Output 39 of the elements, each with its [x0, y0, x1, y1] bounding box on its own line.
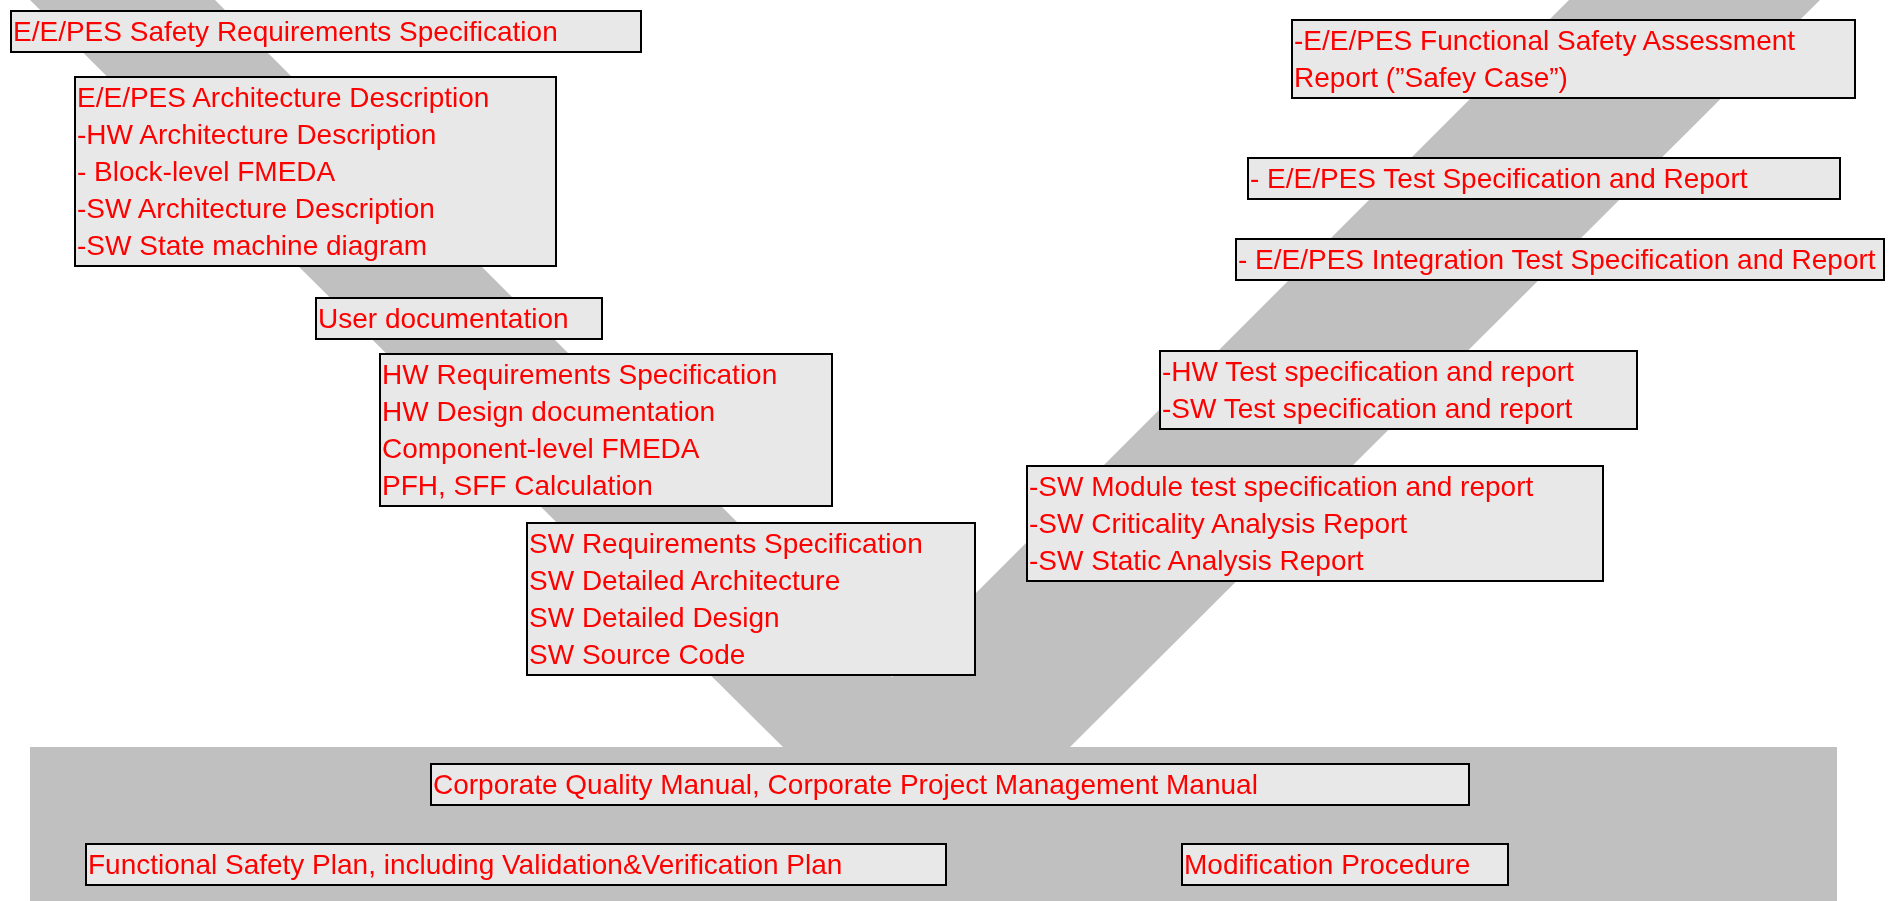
document-name: User documentation — [318, 302, 570, 336]
document-name: -SW Static Analysis Report — [1029, 544, 1365, 578]
document-name: E/E/PES Architecture Description — [77, 81, 491, 115]
document-name: Modification Procedure — [1184, 848, 1472, 882]
document-box — [74, 76, 557, 267]
document-name: HW Design documentation — [382, 395, 717, 429]
document-box — [1291, 19, 1856, 99]
document-name: Component-level FMEDA — [382, 432, 701, 466]
document-name: -SW Criticality Analysis Report — [1029, 507, 1409, 541]
document-name: -E/E/PES Functional Safety Assessment Report (”Safey Case”) — [1294, 24, 1797, 95]
document-name: Functional Safety Plan, including Validation&Verification Plan — [88, 848, 844, 882]
document-box — [1181, 843, 1509, 886]
document-name: PFH, SFF Calculation — [382, 469, 654, 503]
document-box — [379, 353, 833, 507]
document-box — [1026, 465, 1604, 582]
document-box — [10, 10, 642, 53]
document-name: -SW State machine diagram — [77, 229, 429, 263]
document-name: SW Source Code — [529, 638, 747, 672]
document-name: -SW Test specification and report — [1162, 392, 1574, 426]
document-name: SW Detailed Architecture — [529, 564, 842, 598]
document-box — [315, 297, 603, 340]
document-name: -SW Module test specification and report — [1029, 470, 1535, 504]
document-name: -HW Test specification and report — [1162, 355, 1575, 389]
document-box — [1235, 238, 1885, 281]
document-name: Corporate Quality Manual, Corporate Project Management Manual — [433, 768, 1259, 802]
document-name: - E/E/PES Integration Test Specification and Report — [1238, 243, 1877, 277]
document-box — [526, 522, 976, 676]
document-name: E/E/PES Safety Requirements Specification — [13, 15, 559, 49]
document-box — [1247, 157, 1841, 200]
document-box — [430, 763, 1470, 806]
document-name: SW Detailed Design — [529, 601, 781, 635]
document-name: SW Requirements Specification — [529, 527, 924, 561]
document-box — [85, 843, 947, 886]
document-name: -SW Architecture Description — [77, 192, 436, 226]
document-name: - E/E/PES Test Specification and Report — [1250, 162, 1749, 196]
document-box — [1159, 350, 1638, 430]
document-name: HW Requirements Specification — [382, 358, 779, 392]
document-name: -HW Architecture Description — [77, 118, 438, 152]
document-name: - Block-level FMEDA — [77, 155, 337, 189]
